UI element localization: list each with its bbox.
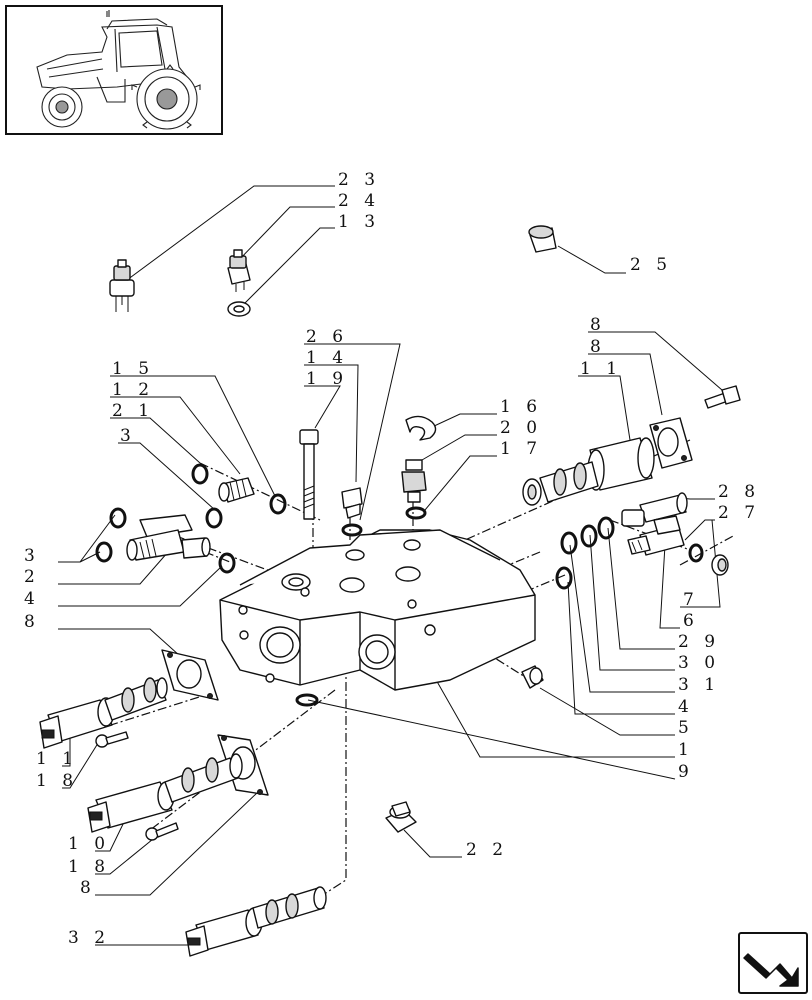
flange-part-8 [649,417,693,469]
flange-part-8c [161,649,219,701]
o-ring-part-4a [218,552,236,574]
next-page-button[interactable] [738,932,808,994]
callout-18b: 1 8 [68,857,110,877]
tractor-thumbnail-icon [36,10,201,130]
tee-fitting-part-2 [126,514,211,561]
callout-19: 1 9 [306,369,348,389]
callout-12: 1 2 [112,380,154,400]
callout-17: 1 7 [500,439,542,459]
callout-28: 2 8 [718,482,760,502]
o-ring-part-29 [597,516,615,540]
bushing-part-5 [521,665,544,689]
callout-14: 1 4 [306,348,348,368]
callout-8a: 8 [590,315,606,335]
o-ring-part-6 [688,543,704,563]
callout-27: 2 7 [718,503,760,523]
pressure-switch-part-23 [109,259,135,312]
cap-part-25 [528,225,557,253]
leader-lines [58,185,723,946]
solenoid-valve-part-32 [185,886,327,957]
washer-part-13 [227,301,251,317]
callout-18a: 1 8 [36,771,78,791]
tractor-thumbnail [5,5,223,135]
o-ring-part-26 [341,523,363,537]
callout-23: 2 3 [338,170,380,190]
callout-32: 3 2 [68,928,110,948]
o-ring-part-21 [191,463,209,485]
tee-fitting-part-27 [627,515,685,556]
o-ring-part-4b [555,566,573,590]
callout-30: 3 0 [678,653,720,673]
fitting-part-12 [218,477,255,503]
callout-10: 1 0 [68,834,110,854]
callout-15: 1 5 [112,359,154,379]
callout-21: 2 1 [112,401,154,421]
callout-11a: 1 1 [580,359,622,379]
sensor-part-20 [401,459,427,503]
pressure-switch-part-24 [227,249,251,292]
callout-8b: 8 [590,337,606,357]
bolt-part-19 [299,429,319,520]
callout-4a: 4 [24,589,40,609]
callout-22: 2 2 [466,840,508,860]
callout-11b: 1 1 [36,749,78,769]
callout-31: 3 1 [678,675,720,695]
callout-29: 2 9 [678,632,720,652]
cap-part-7 [711,554,729,576]
callout-7: 7 [683,590,699,610]
callout-26: 2 6 [306,327,348,347]
o-ring-part-31 [560,531,578,555]
callout-2: 2 [24,567,40,587]
callout-labels: 2 3 2 4 1 3 2 5 2 6 1 4 1 9 1 5 1 2 2 1 … [24,170,760,948]
callout-3b: 3 [24,546,40,566]
callout-6: 6 [683,611,699,631]
solenoid-valve-part-11a [522,437,655,506]
o-ring-part-17 [405,506,427,520]
bolt-part-18a [95,731,129,748]
o-ring-part-3c [95,541,113,563]
bolt-part-8a [704,385,741,409]
callout-5: 5 [678,718,694,738]
callout-20: 2 0 [500,418,542,438]
callout-16: 1 6 [500,397,542,417]
o-ring-part-30 [580,524,598,548]
o-ring-part-3b [205,507,223,529]
fitting-part-28 [621,492,688,527]
o-ring-part-15 [269,493,287,515]
callout-1: 1 [678,740,694,760]
solenoid-valve-part-10 [87,753,243,833]
valve-body-part-1 [219,529,536,691]
callout-9: 9 [678,762,694,782]
solenoid-valve-part-11b [39,677,168,749]
plug-part-22 [385,801,417,833]
callout-3a: 3 [120,426,136,446]
next-page-arrow-icon [743,951,799,987]
callout-25: 2 5 [630,255,672,275]
callout-8d: 8 [80,878,96,898]
callout-4b: 4 [678,697,694,717]
callout-24: 2 4 [338,191,380,211]
o-ring-part-9 [295,693,319,707]
bolt-part-18b [145,822,179,841]
o-ring-part-3a [109,507,127,529]
plug-part-14 [341,487,363,519]
callout-8c: 8 [24,612,40,632]
callout-13: 1 3 [338,212,380,232]
clip-part-16 [405,415,437,441]
